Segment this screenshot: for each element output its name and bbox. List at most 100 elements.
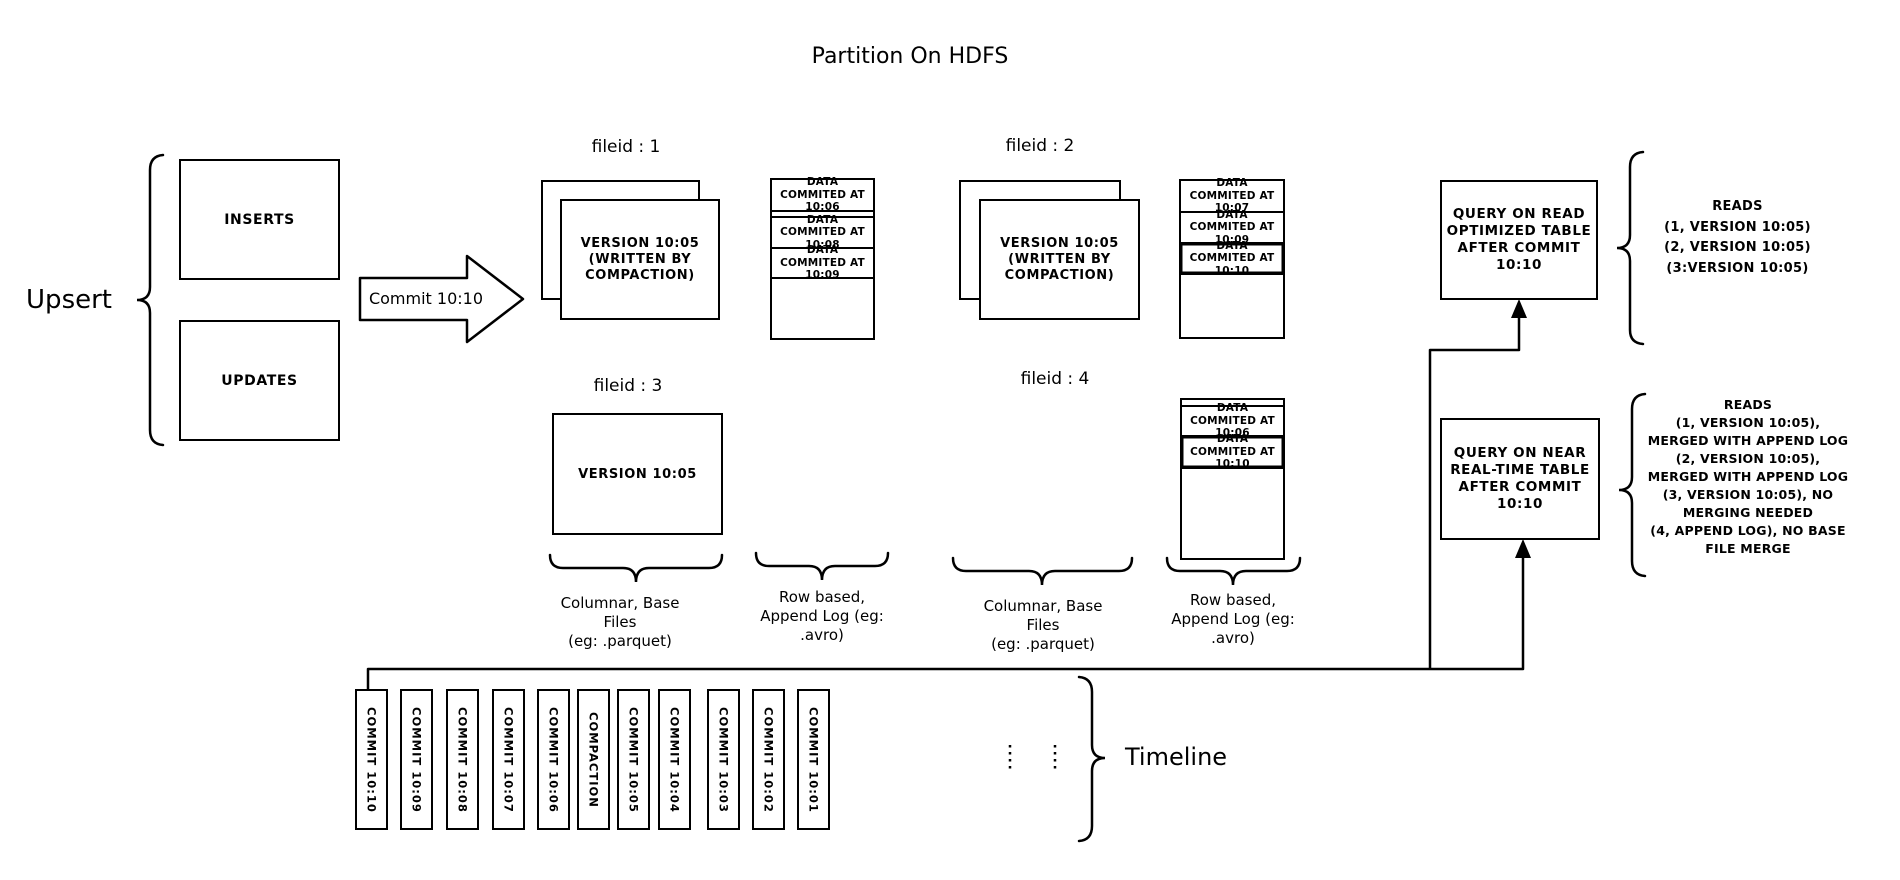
commit-arrow-label: Commit 10:10 [368, 289, 484, 308]
log-segment: DATA COMMITED AT 10:06 [772, 176, 873, 213]
fileid2-append-log: DATA COMMITED AT 10:07 DATA COMMITED AT … [1179, 177, 1285, 339]
timeline-commit-box: COMMIT 10:04 [658, 689, 691, 830]
reads-line: MERGED WITH APPEND LOG [1647, 469, 1849, 484]
fileid1-label: fileid : 1 [591, 137, 661, 157]
log-segment-empty [772, 212, 873, 218]
timeline-entry-label: COMMIT 10:03 [716, 706, 731, 813]
timeline-entry-label: COMMIT 10:08 [455, 706, 470, 813]
label-line: Row based, [778, 588, 865, 606]
columnar-base-files-label-right: Columnar, Base Files (eg: .parquet) [968, 597, 1118, 654]
fileid1-version-line: (WRITTEN BY [588, 251, 692, 267]
reads-line: MERGING NEEDED [1682, 505, 1814, 520]
fileid2-label: fileid : 2 [1005, 136, 1075, 156]
reads-line: MERGED WITH APPEND LOG [1647, 433, 1849, 448]
reads-brace-read-optimized [1616, 150, 1645, 346]
label-line: (eg: .parquet) [568, 632, 672, 650]
row-based-append-log-label-right: Row based, Append Log (eg: .avro) [1163, 591, 1303, 648]
reads-line: (1, VERSION 10:05), [1675, 415, 1821, 430]
timeline-entry-label: COMMIT 10:01 [806, 706, 821, 813]
timeline-entry-label: COMMIT 10:05 [626, 706, 641, 813]
columnar-base-files-label-left: Columnar, Base Files (eg: .parquet) [545, 594, 695, 651]
timeline-commit-box: COMMIT 10:10 [355, 689, 388, 830]
label-line: .avro) [1211, 629, 1255, 647]
reads-line: (3:VERSION 10:05) [1666, 260, 1809, 276]
label-line: Columnar, Base Files [560, 594, 680, 631]
timeline-entry-label: COMMIT 10:02 [761, 706, 776, 813]
timeline-label: Timeline [1125, 743, 1228, 771]
inserts-box: INSERTS [179, 159, 340, 280]
log-segment-empty [1182, 400, 1283, 407]
reads-line: (3, VERSION 10:05), NO [1662, 487, 1834, 502]
log-segment: DATA COMMITED AT 10:10 [1182, 433, 1283, 470]
reads-near-real-time: READS (1, VERSION 10:05), MERGED WITH AP… [1638, 396, 1858, 558]
timeline-commit-box: COMMIT 10:07 [492, 689, 525, 830]
log-empty-space [772, 279, 873, 338]
query-line: 10:10 [1496, 257, 1542, 273]
timeline-commit-box: COMMIT 10:03 [707, 689, 740, 830]
query-line: AFTER COMMIT [1458, 479, 1582, 495]
reads-line: (2, VERSION 10:05) [1664, 240, 1811, 255]
timeline-to-query-connector [366, 308, 1525, 689]
brace-rowbased-right [1165, 556, 1302, 586]
log-segment: DATA COMMITED AT 10:06 [1182, 402, 1283, 439]
timeline-commit-box: COMMIT 10:05 [617, 689, 650, 830]
commit-arrow-shape [358, 254, 525, 344]
reads-line: (1, VERSION 10:05) [1664, 219, 1811, 235]
query-line: OPTIMIZED TABLE [1446, 223, 1592, 239]
fileid1-version-line: VERSION 10:05 [580, 235, 700, 251]
log-segment: DATA COMMITED AT 10:09 [772, 244, 873, 281]
reads-line: READS [1723, 397, 1773, 412]
timeline-entry-label: COMMIT 10:06 [546, 706, 561, 813]
timeline-entry-label: COMMIT 10:09 [409, 706, 424, 813]
label-line: (eg: .parquet) [991, 635, 1095, 653]
query-line: QUERY ON READ [1452, 206, 1586, 222]
timeline-entry-label: COMMIT 10:04 [667, 706, 682, 813]
fileid2-version-line: (WRITTEN BY [1008, 251, 1111, 267]
brace-rowbased-left [754, 551, 890, 581]
fileid1-base-file: VERSION 10:05 (WRITTEN BY COMPACTION) [560, 199, 720, 320]
row-based-append-log-label-left: Row based, Append Log (eg: .avro) [752, 588, 892, 645]
log-empty-space [1181, 275, 1283, 337]
timeline-entry-label: COMMIT 10:10 [364, 706, 379, 813]
updates-label: UPDATES [221, 372, 298, 389]
timeline-entry-label: COMPACTION [586, 711, 601, 808]
inserts-label: INSERTS [224, 211, 295, 228]
query-line: QUERY ON NEAR [1453, 445, 1587, 461]
reads-brace-near-real-time [1618, 392, 1647, 578]
timeline-commit-box: COMMIT 10:06 [537, 689, 570, 830]
updates-box: UPDATES [179, 320, 340, 441]
upsert-brace [136, 153, 165, 447]
label-line: Append Log (eg: [760, 607, 884, 625]
label-line: .avro) [800, 626, 844, 644]
label-line: Columnar, Base Files [983, 597, 1103, 634]
reads-line: READS [1712, 199, 1763, 214]
timeline-commit-box: COMMIT 10:01 [797, 689, 830, 830]
log-segment: DATA COMMITED AT 10:07 [1181, 177, 1283, 214]
page-title: Partition On HDFS [811, 44, 1009, 69]
query-read-optimized-box: QUERY ON READ OPTIMIZED TABLE AFTER COMM… [1440, 180, 1598, 300]
log-segment: DATA COMMITED AT 10:08 [772, 214, 873, 251]
timeline-compaction-box: COMPACTION [577, 689, 610, 830]
fileid1-version-line: COMPACTION) [585, 267, 695, 283]
fileid3-base-file: VERSION 10:05 [552, 413, 723, 535]
query-near-real-time-box: QUERY ON NEAR REAL-TIME TABLE AFTER COMM… [1440, 418, 1600, 540]
timeline-entry-label: COMMIT 10:07 [501, 706, 516, 813]
fileid4-label: fileid : 4 [1020, 369, 1090, 389]
reads-line: FILE MERGE [1705, 541, 1791, 556]
timeline-commit-box: COMMIT 10:09 [400, 689, 433, 830]
timeline-commit-box: COMMIT 10:02 [752, 689, 785, 830]
log-segment: DATA COMMITED AT 10:10 [1181, 240, 1283, 277]
timeline-commit-box: COMMIT 10:08 [446, 689, 479, 830]
log-empty-space [1182, 469, 1283, 558]
fileid1-append-log: DATA COMMITED AT 10:06 DATA COMMITED AT … [770, 176, 875, 340]
reads-line: (4, APPEND LOG), NO BASE [1650, 523, 1846, 538]
fileid3-label: fileid : 3 [593, 376, 663, 396]
upsert-label: Upsert [26, 285, 112, 315]
label-line: Append Log (eg: [1171, 610, 1295, 628]
brace-columnar-left [548, 553, 724, 583]
brace-columnar-right [951, 556, 1134, 586]
query-line: 10:10 [1497, 496, 1543, 512]
query-line: REAL-TIME TABLE [1450, 462, 1590, 478]
